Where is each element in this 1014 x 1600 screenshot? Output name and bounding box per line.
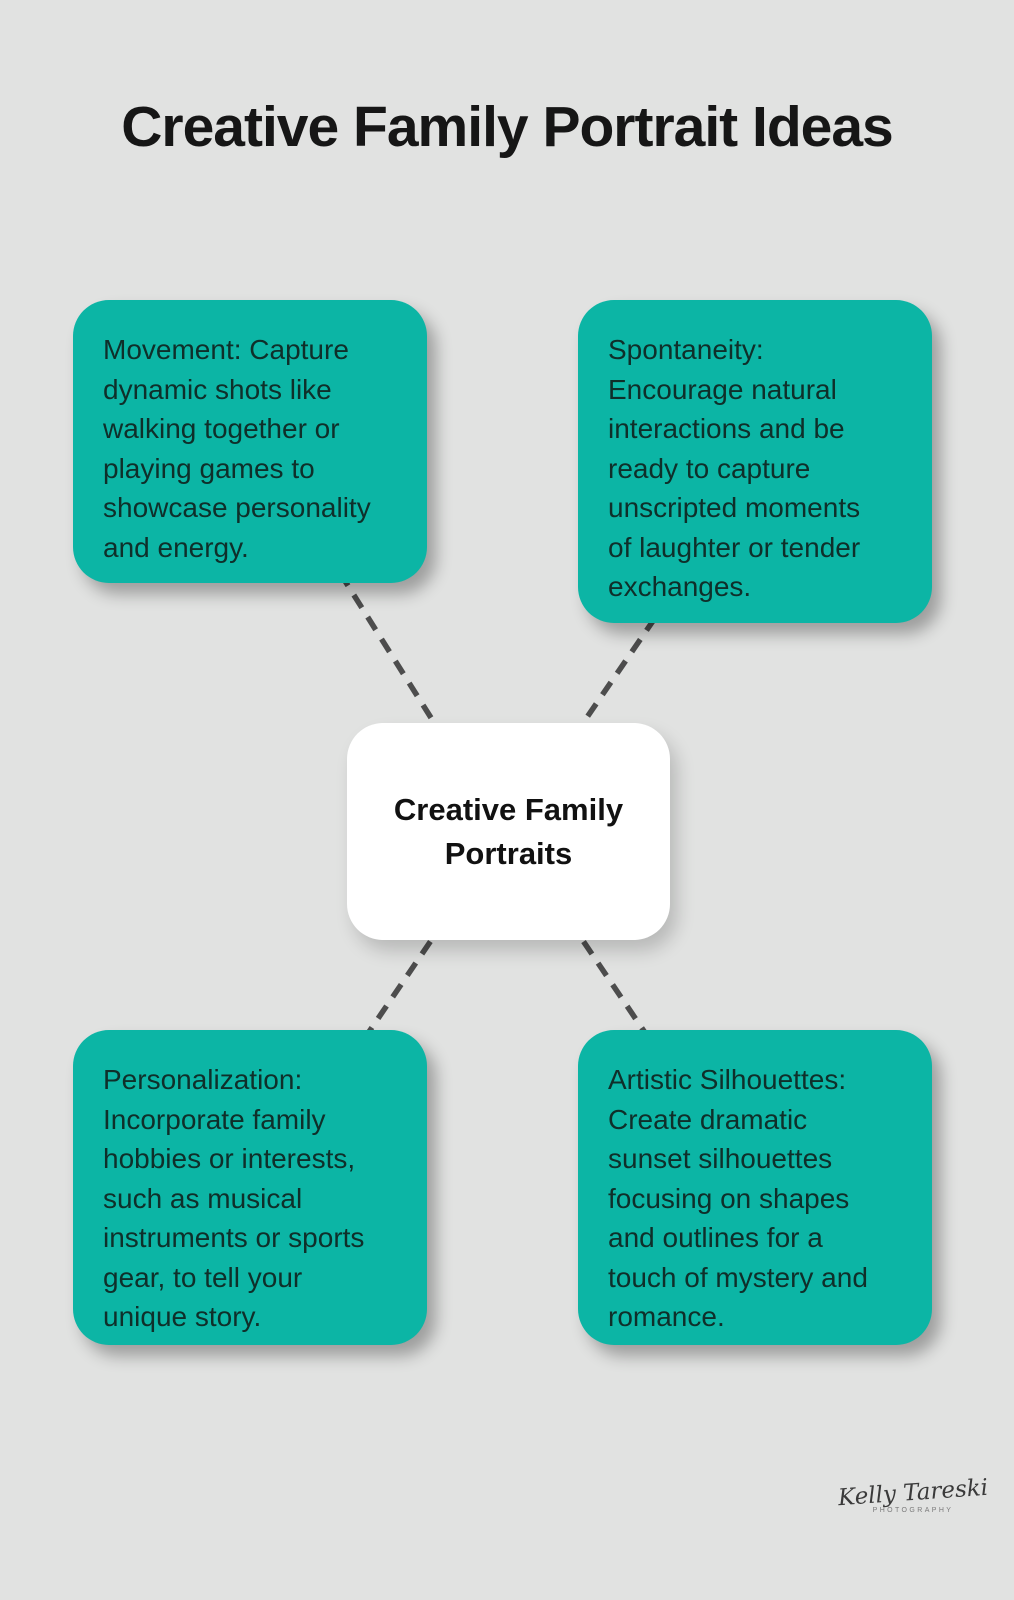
page-title: Creative Family Portrait Ideas — [121, 95, 894, 159]
center-node-label: Creative Family Portraits — [393, 791, 624, 871]
signature-subtitle: PHOTOGRAPHY — [872, 1507, 954, 1514]
node-personalization: Personalization: Incorporate family hobb… — [73, 1030, 427, 1345]
node-artistic-silhouettes: Artistic Silhouettes: Create dramatic su… — [578, 1030, 932, 1345]
node-personalization-text: Personalization: Incorporate family hobb… — [103, 1064, 365, 1332]
node-spontaneity: Spontaneity: Encourage natural interacti… — [578, 300, 932, 623]
connector-top-left — [337, 571, 453, 750]
node-movement-text: Movement: Capture dynamic shots like wal… — [103, 334, 371, 563]
node-movement: Movement: Capture dynamic shots like wal… — [73, 300, 427, 583]
signature-name: Kelly Tareski — [837, 1474, 989, 1512]
node-artistic-silhouettes-text: Artistic Silhouettes: Create dramatic su… — [608, 1064, 868, 1332]
signature: Kelly Tareski PHOTOGRAPHY — [837, 1475, 989, 1514]
center-node: Creative Family Portraits — [347, 723, 670, 940]
node-spontaneity-text: Spontaneity: Encourage natural interacti… — [608, 334, 861, 602]
